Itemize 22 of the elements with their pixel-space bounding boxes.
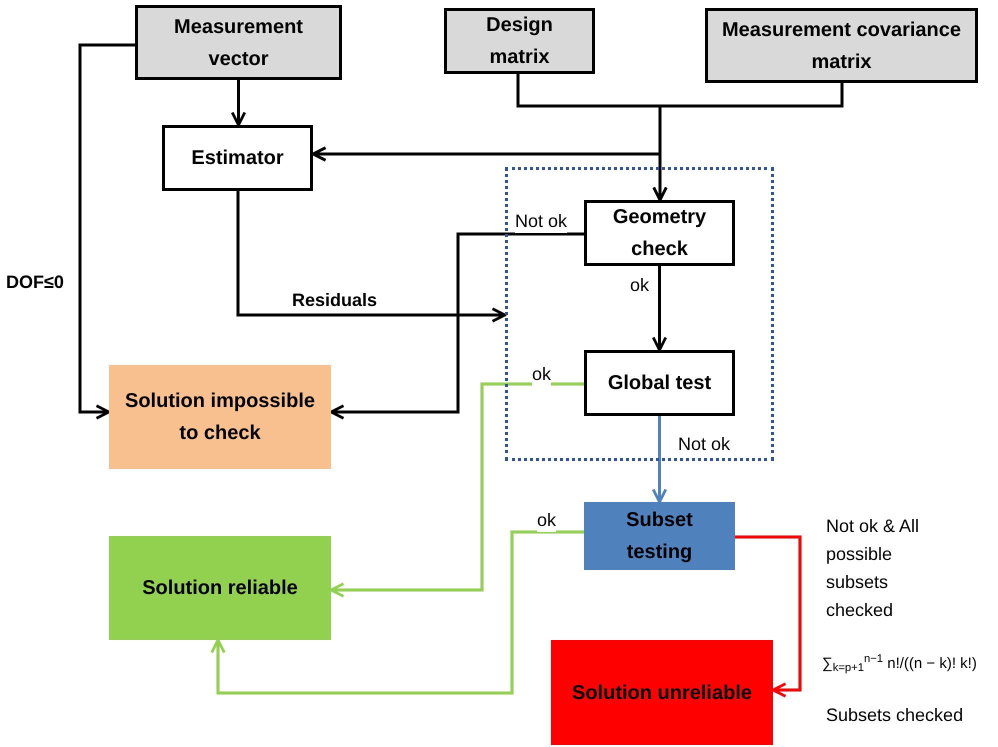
- arrow: [652, 416, 668, 504]
- outcome-box: Solution reliable: [109, 536, 331, 640]
- input-box: Measurement covariance matrix: [705, 8, 978, 83]
- arrow: [652, 266, 668, 352]
- arrow: [330, 382, 584, 598]
- arrow: [230, 80, 246, 126]
- note: Subsets checked: [826, 704, 964, 727]
- outcome-box: Solution unreliable: [551, 640, 773, 745]
- process-box: Estimator: [162, 125, 313, 191]
- process-box: Subset testing: [584, 502, 735, 570]
- formula: ∑$_{k=p+1}$$^{n−1}$ n!/((n − k)! k!): [822, 652, 977, 676]
- outcome-box: Solution impossible to check: [109, 365, 331, 469]
- arrow: [236, 191, 506, 323]
- arrow: [210, 530, 584, 694]
- input-box: Measurement vector: [135, 5, 342, 80]
- input-box: Design matrix: [444, 8, 595, 74]
- process-box: Global test: [584, 350, 735, 416]
- arrow: [735, 536, 802, 698]
- arrow: [652, 83, 844, 202]
- arrow: [330, 232, 584, 420]
- process-box: Geometry check: [584, 200, 735, 266]
- arrow: [78, 44, 135, 420]
